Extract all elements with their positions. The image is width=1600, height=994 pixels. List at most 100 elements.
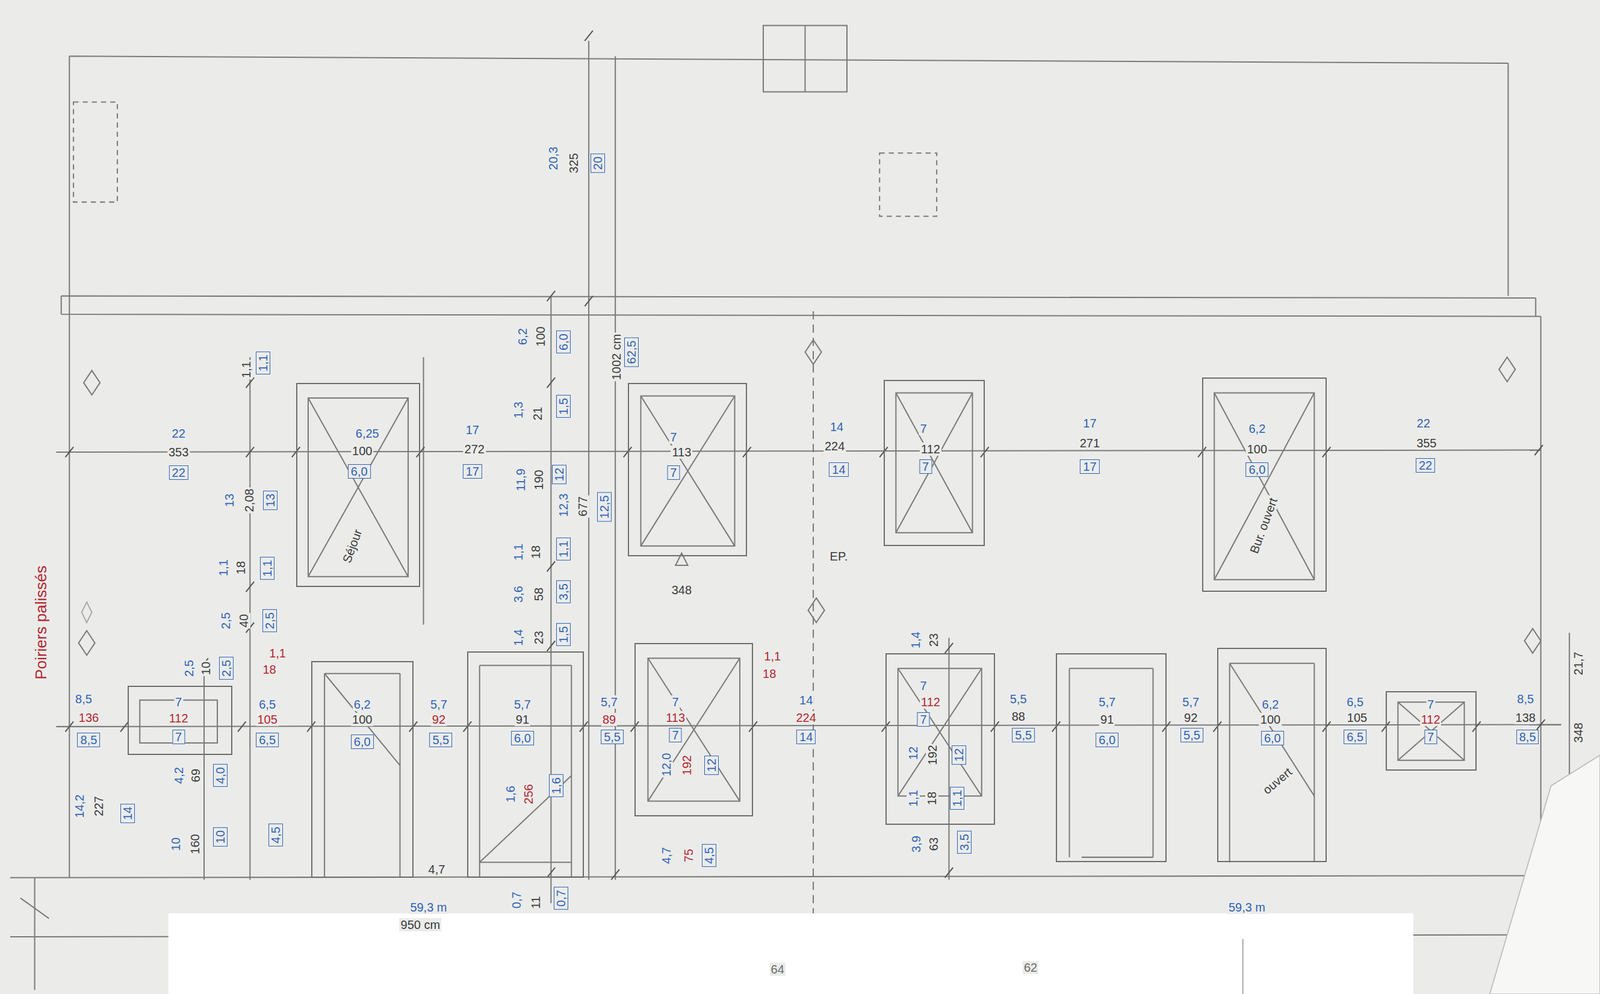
dimension-label: 272	[463, 442, 486, 456]
dimension-label: 100	[1246, 442, 1269, 456]
window-opening: 6,251006,0Séjour	[296, 382, 421, 587]
boxed-measure: 17	[1079, 459, 1100, 474]
dimension-label: 23	[532, 629, 546, 646]
dimension-label: 75	[682, 846, 696, 863]
dimension-label: 6,2	[352, 697, 373, 711]
dimension-label: 23	[927, 632, 941, 648]
boxed-measure: 12	[704, 755, 719, 775]
dimension-label: 69	[189, 767, 203, 784]
dimension-label: 8,5	[1515, 692, 1535, 706]
dimension-label: 12,3	[556, 492, 571, 519]
window-opening: 71127	[127, 685, 233, 755]
dimension-label: 353	[167, 445, 190, 459]
dimension-label: 348	[1571, 721, 1585, 744]
dimension-label: 6,2	[515, 326, 530, 347]
boxed-measure: 6,0	[556, 330, 571, 354]
dimension-label: 89	[601, 712, 618, 726]
dimension-label: 10	[169, 836, 183, 852]
dimension-label: 192	[680, 754, 694, 777]
dimension-label: 91	[514, 712, 531, 726]
dimension-label: 1,6	[503, 784, 518, 804]
boxed-measure: 3,5	[957, 830, 972, 854]
window-opening: 7112712192121,1181,1	[885, 653, 995, 825]
dimension-label: 59,3 m	[1227, 900, 1267, 914]
boxed-measure: 1,1	[949, 786, 965, 810]
boxed-measure: 5,5	[1011, 727, 1035, 743]
dimension-label: ouvert	[1259, 763, 1296, 797]
boxed-measure: 14	[120, 803, 135, 823]
dimension-label: 100	[350, 712, 374, 726]
boxed-measure: 1,1	[260, 556, 275, 580]
dimension-label: 10	[199, 660, 213, 676]
boxed-measure: 7	[666, 465, 680, 480]
dimension-label: 5,7	[1181, 695, 1201, 709]
boxed-measure: 13	[263, 490, 278, 510]
dimension-label: Poiriers palissés	[32, 564, 50, 681]
boxed-measure: 5,5	[600, 729, 624, 745]
boxed-measure: 12	[551, 464, 567, 484]
boxed-measure: 1,1	[556, 537, 571, 561]
dimension-label: 1,1	[762, 649, 782, 663]
dimension-label: 2,5	[219, 610, 233, 631]
boxed-measure: 2,5	[262, 609, 277, 633]
dimension-label: 92	[1182, 710, 1199, 725]
dimension-label: 3,9	[909, 834, 923, 854]
boxed-measure: 7	[1424, 729, 1437, 745]
dimension-label: 4,7	[427, 862, 447, 876]
dimension-label: 6,2	[1247, 421, 1268, 436]
dimension-label: 224	[823, 439, 846, 453]
boxed-measure: 62,5	[624, 337, 639, 367]
dimension-label: 112	[919, 442, 942, 456]
dimension-label: 7	[919, 421, 929, 436]
dimension-label: 7	[671, 695, 681, 709]
dimension-label: 1,1	[239, 359, 253, 380]
dimension-label: 190	[532, 468, 546, 491]
dimension-label: 355	[1415, 436, 1438, 450]
dimension-label: 88	[1010, 709, 1027, 723]
dimension-label: 92	[431, 712, 447, 726]
dimension-label: 18	[261, 662, 277, 676]
boxed-measure: 6,5	[255, 732, 279, 748]
boxed-measure: 5,5	[429, 732, 453, 748]
dimension-label: 2,5	[182, 658, 196, 678]
dimension-label: 5,7	[1097, 695, 1117, 709]
dimension-label: 113	[670, 445, 693, 459]
dimension-label: 17	[1081, 416, 1098, 430]
boxed-measure: 1,1	[255, 352, 271, 376]
dimension-label: 224	[794, 710, 817, 725]
dimension-label: 6,2	[1261, 697, 1281, 711]
dimension-label: 271	[1078, 436, 1101, 450]
dimension-label: 4,7	[659, 845, 673, 866]
dimension-label: 105	[255, 712, 279, 726]
boxed-measure: 7	[917, 712, 931, 727]
window-opening: 71127	[1385, 691, 1477, 771]
dimension-label: 5,7	[512, 697, 533, 711]
dimension-label: 13	[222, 492, 236, 509]
dimension-label: 348	[670, 583, 693, 597]
boxed-measure: 6,0	[511, 730, 534, 746]
dimension-label: 7	[173, 695, 183, 709]
dimension-label: 677	[576, 494, 590, 518]
boxed-measure: 22	[169, 465, 189, 480]
boxed-measure: 4,0	[213, 763, 228, 787]
boxed-measure: 8,5	[1516, 729, 1540, 745]
dimension-label: 21	[530, 405, 545, 421]
dimension-label: 100	[350, 444, 374, 458]
dimension-label: 6,5	[1345, 695, 1365, 709]
dimension-label: 256	[521, 782, 536, 805]
dimension-label: 20,3	[546, 145, 560, 171]
dimension-label: 100	[533, 325, 548, 348]
dimension-label: 7	[668, 430, 678, 444]
dimension-label: 5,5	[1008, 692, 1029, 706]
dimension-label: 17	[464, 423, 481, 437]
dimension-label: 21,7	[1571, 650, 1585, 676]
boxed-measure: 6,0	[1095, 732, 1119, 748]
window-opening: 6,2100 6,0	[311, 660, 414, 878]
boxed-measure: 6,0	[350, 734, 374, 749]
dimension-label: Séjour	[339, 526, 365, 566]
boxed-measure: 12	[951, 745, 967, 765]
dimension-label: 1,4	[511, 628, 525, 648]
boxed-measure: 4,5	[701, 843, 717, 867]
boxed-measure: 1,5	[556, 394, 571, 418]
dimension-label: 112	[919, 695, 942, 709]
